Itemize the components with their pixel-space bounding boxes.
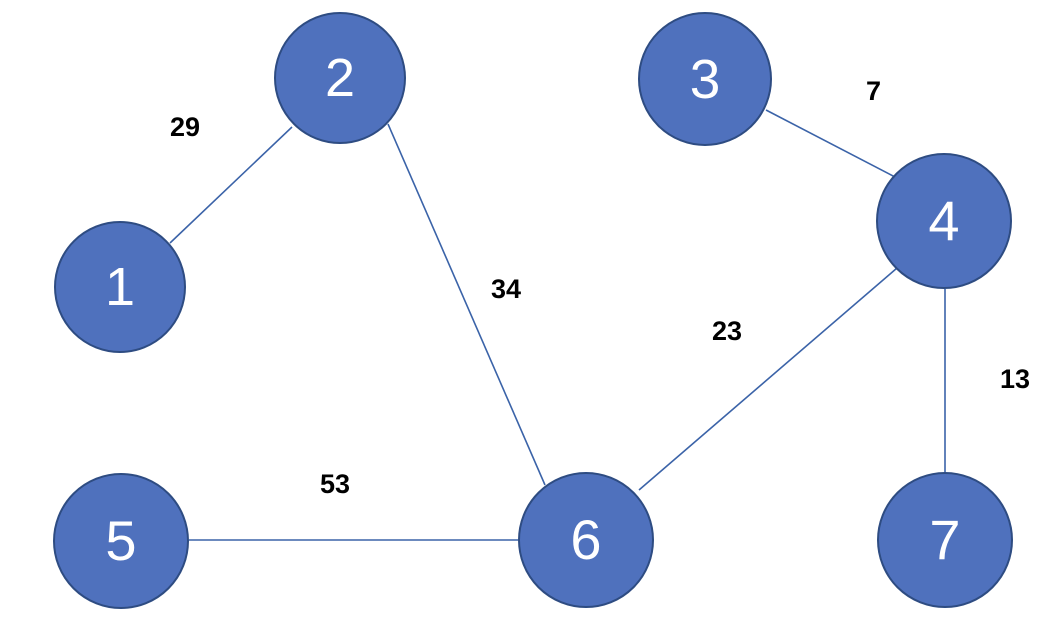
graph-node-6[interactable]: 6: [518, 472, 654, 608]
edge-weight-1-2: 29: [170, 112, 201, 142]
graph-node-1[interactable]: 1: [54, 221, 186, 353]
graph-node-label-4: 4: [928, 189, 960, 252]
graph-node-label-7: 7: [929, 508, 961, 571]
graph-node-3[interactable]: 3: [638, 12, 772, 146]
graph-node-label-1: 1: [104, 257, 136, 317]
graph-edge-3-4[interactable]: [765, 109, 896, 178]
edge-weight-4-7: 13: [1000, 364, 1031, 394]
graph-edge-1-2[interactable]: [169, 126, 293, 244]
graph-node-label-5: 5: [105, 509, 137, 572]
graph-node-label-6: 6: [570, 508, 602, 571]
graph-node-label-2: 2: [324, 48, 356, 108]
edge-weight-2-6: 34: [491, 274, 522, 304]
graph-node-label-3: 3: [689, 47, 721, 110]
graph-node-2[interactable]: 2: [274, 12, 406, 144]
graph-node-5[interactable]: 5: [53, 473, 189, 609]
graph-edge-4-6[interactable]: [638, 267, 898, 491]
edge-weight-5-6: 53: [320, 469, 351, 499]
edge-weight-3-4: 7: [866, 76, 882, 106]
graph-node-7[interactable]: 7: [877, 472, 1013, 608]
graph-node-4[interactable]: 4: [876, 153, 1012, 289]
graph-edge-2-6[interactable]: [387, 123, 546, 486]
edge-weight-4-6: 23: [712, 316, 743, 346]
